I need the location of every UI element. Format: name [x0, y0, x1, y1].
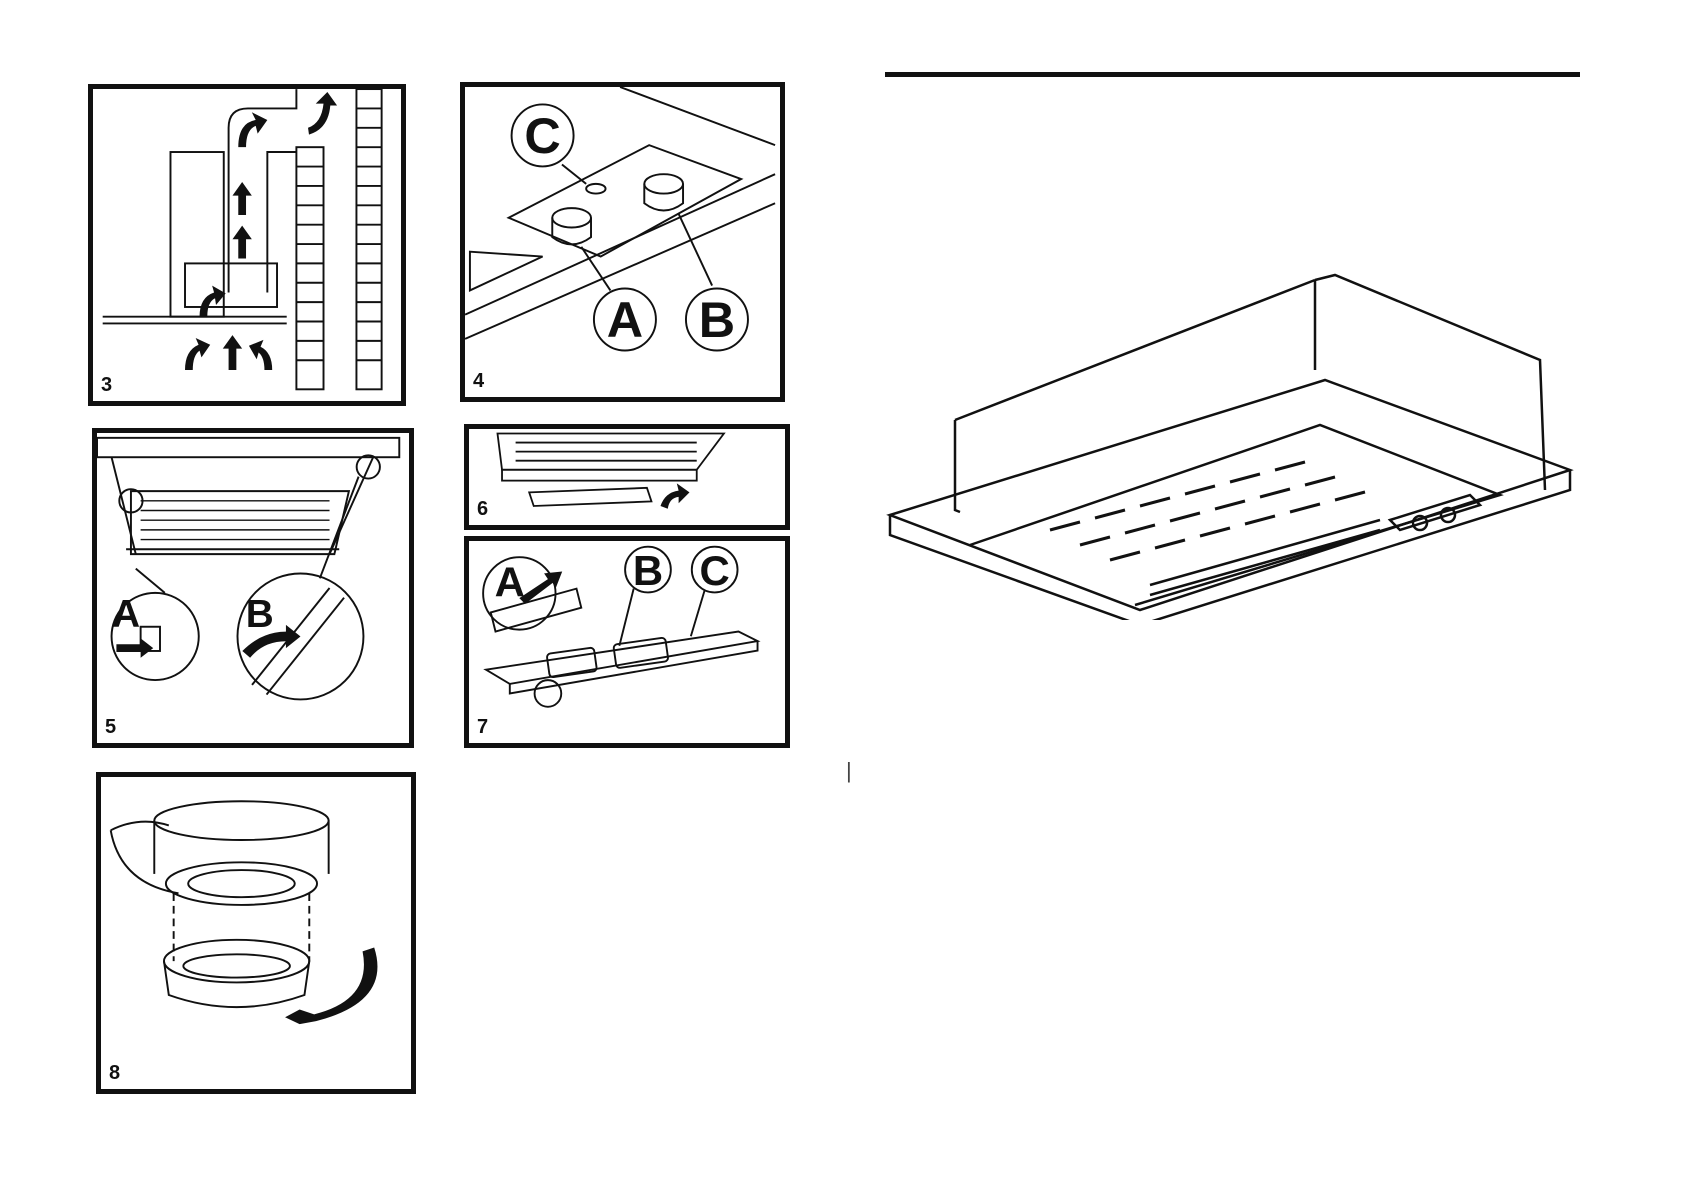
- figure-number: 3: [101, 374, 112, 397]
- extractor-hood-illustration: [880, 260, 1600, 620]
- figure-number: 4: [473, 370, 484, 393]
- panel-removal-illustration: A B: [97, 433, 409, 743]
- controls-illustration: C A B: [465, 87, 780, 397]
- figure-4-controls: C A B 4: [460, 82, 785, 402]
- figure-number: 5: [105, 716, 116, 739]
- label-b: B: [246, 593, 274, 636]
- label-b: B: [633, 547, 663, 594]
- grease-filters-illustration: A B C: [469, 541, 785, 743]
- figure-8-carbon-filter: 8: [96, 772, 416, 1094]
- figure-5-panel-removal: A B 5: [92, 428, 414, 748]
- label-b: B: [699, 291, 735, 348]
- figure-3-duct-airflow: 3: [88, 84, 406, 406]
- duct-airflow-illustration: [93, 89, 401, 401]
- carbon-filter-illustration: [101, 777, 411, 1089]
- figure-6-filter-slide: 6: [464, 424, 790, 530]
- scan-mark: |: [846, 758, 852, 784]
- label-c: C: [524, 107, 560, 164]
- figure-number: 8: [109, 1062, 120, 1085]
- header-rule: [885, 72, 1580, 77]
- label-a: A: [607, 291, 643, 348]
- figure-7-grease-filters: A B C 7: [464, 536, 790, 748]
- figure-number: 6: [477, 498, 488, 521]
- label-c: C: [700, 547, 730, 594]
- label-a: A: [112, 593, 140, 636]
- label-a: A: [495, 558, 525, 605]
- filter-slide-illustration: [469, 429, 785, 525]
- figure-number: 7: [477, 716, 488, 739]
